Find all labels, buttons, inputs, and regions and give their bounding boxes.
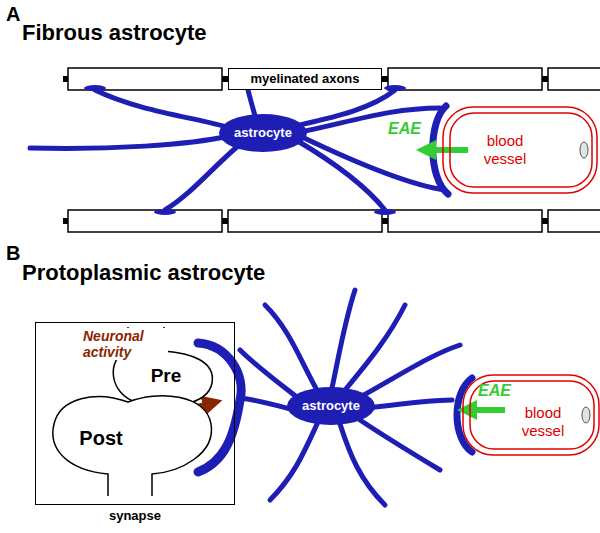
node-text: astrocyte — [302, 398, 360, 414]
axon-endfeet — [84, 85, 406, 215]
eae-label: EAE — [478, 382, 511, 400]
panel-letter: B — [6, 242, 20, 265]
protoplasmic-processes — [198, 290, 472, 505]
panel-heading: Fibrous astrocyte — [22, 20, 207, 45]
node-text: blood vessel — [512, 404, 574, 440]
eae-arrow — [434, 147, 468, 153]
node-text: Post — [61, 426, 141, 450]
axon-segment: myelinated axons — [228, 68, 382, 90]
panel-letter: A — [6, 3, 20, 26]
eae-label: EAE — [388, 120, 421, 138]
astrocyte-body: astrocyte — [219, 114, 307, 152]
ranvier-nodes — [63, 76, 548, 224]
activity-label: Neuronal activity — [82, 328, 168, 360]
astrocyte-body: astrocyte — [287, 387, 375, 425]
node-text: myelinated axons — [250, 71, 359, 87]
panel-heading: Protoplasmic astrocyte — [22, 260, 265, 285]
eae-arrow — [475, 407, 505, 413]
node-text: Pre — [136, 365, 196, 388]
postsynaptic-spine: Post — [46, 386, 216, 496]
node-text: astrocyte — [234, 125, 292, 141]
blood-vessel: blood vessel — [442, 106, 598, 194]
node-text: blood vessel — [475, 132, 535, 168]
postsynaptic-spine-outline — [46, 386, 216, 496]
axon-segments — [68, 68, 600, 232]
fibrous-processes — [30, 90, 448, 210]
node-text: synapse — [36, 508, 234, 524]
